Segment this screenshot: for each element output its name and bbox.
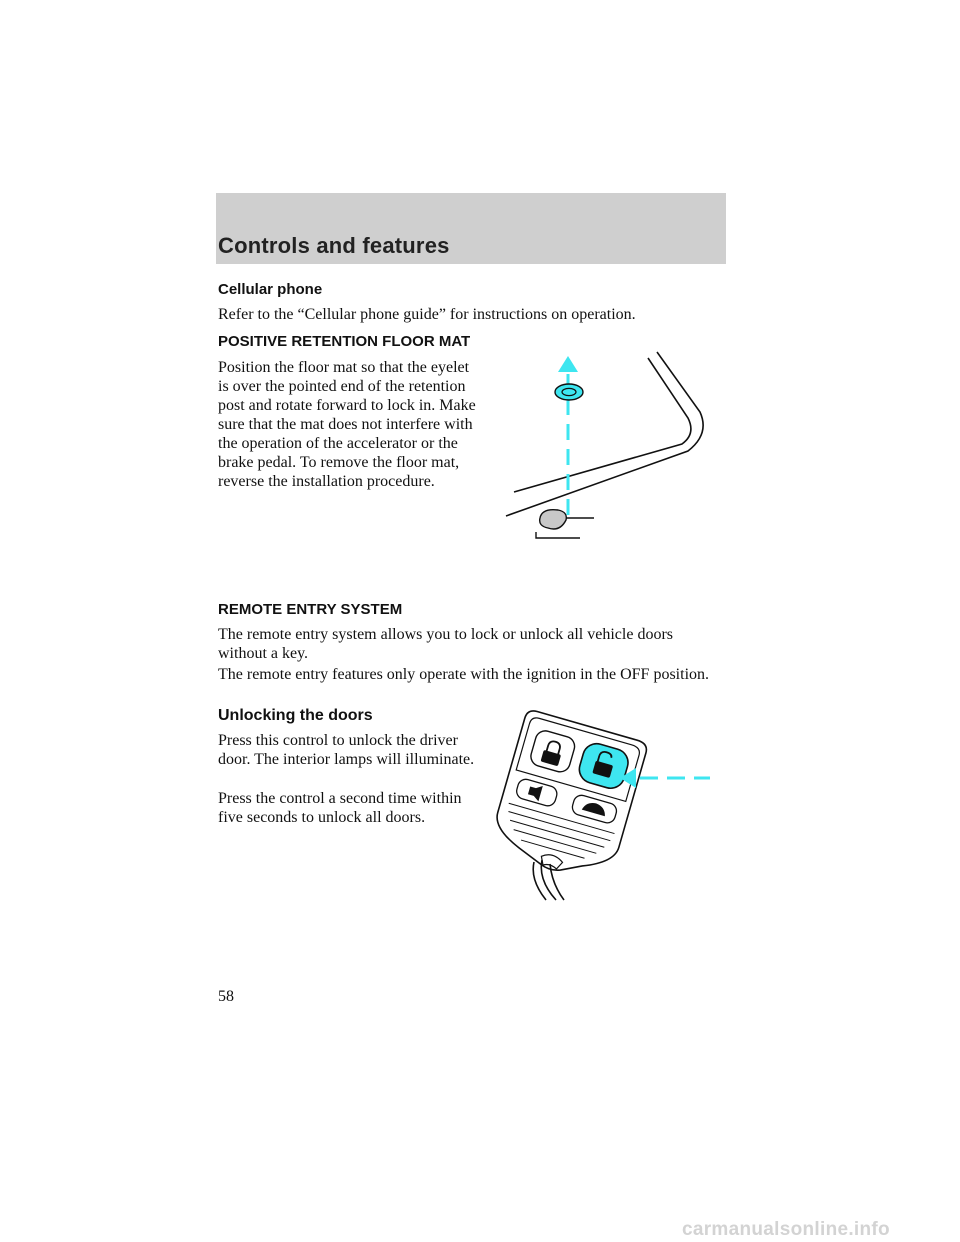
remote-entry-heading: REMOTE ENTRY SYSTEM — [218, 601, 403, 618]
cellular-phone-heading: Cellular phone — [218, 281, 323, 298]
watermark: carmanualsonline.info — [682, 1219, 890, 1240]
floor-mat-diagram — [505, 351, 704, 539]
unlocking-heading: Unlocking the doors — [218, 707, 373, 724]
remote-entry-para-1: The remote entry system allows you to lo… — [218, 626, 673, 662]
unlocking-para-2: Press the control a second time within f… — [218, 790, 462, 826]
page-title: Controls and features — [218, 233, 450, 258]
cellular-phone-text: Refer to the “Cellular phone guide” for … — [218, 306, 636, 323]
page-number: 58 — [218, 988, 234, 1005]
floor-mat-text: Position the floor mat so that the eyele… — [218, 359, 476, 490]
remote-entry-para-2: The remote entry features only operate w… — [218, 666, 710, 683]
floor-mat-heading: POSITIVE RETENTION FLOOR MAT — [218, 333, 471, 350]
remote-key-fob-diagram — [496, 710, 710, 901]
unlocking-para-1: Press this control to unlock the driver … — [218, 732, 475, 768]
header-band — [216, 193, 726, 264]
